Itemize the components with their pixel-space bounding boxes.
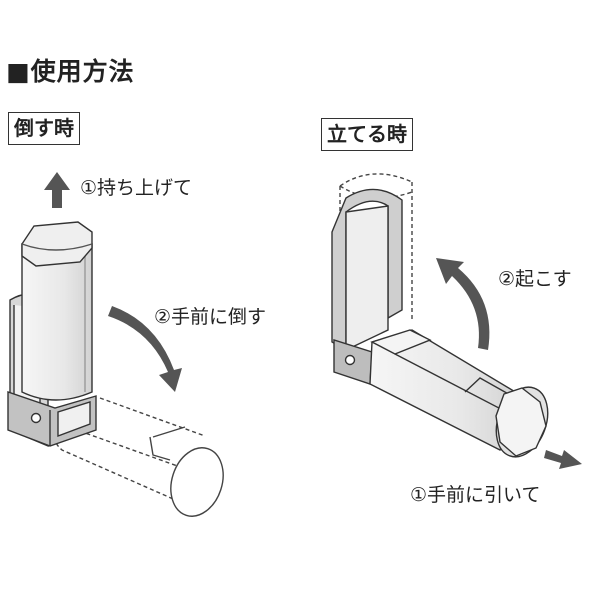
left-upright-tube [21,243,93,401]
lift-up-arrow [44,172,70,208]
step-tilt-forward: ②手前に倒す [154,306,267,328]
label-standing-up: 立てる時 [321,118,413,151]
tilt-forward-arrow [108,306,182,392]
page-title: ■使用方法 [6,57,135,86]
step-lift-up: ①持ち上げて [80,177,193,199]
right-hinge-illustration [331,173,582,469]
left-hinge-illustration [7,172,224,517]
raise-up-arrow [436,258,490,350]
pull-forward-arrow [544,450,582,469]
left-tube-cap [21,221,93,267]
label-laying-down: 倒す時 [8,112,80,145]
step-raise-up: ②起こす [498,268,572,290]
right-pin [344,354,356,366]
left-pin [30,412,42,424]
left-hinge-block [7,391,97,447]
step-pull-forward: ①手前に引いて [410,484,541,506]
